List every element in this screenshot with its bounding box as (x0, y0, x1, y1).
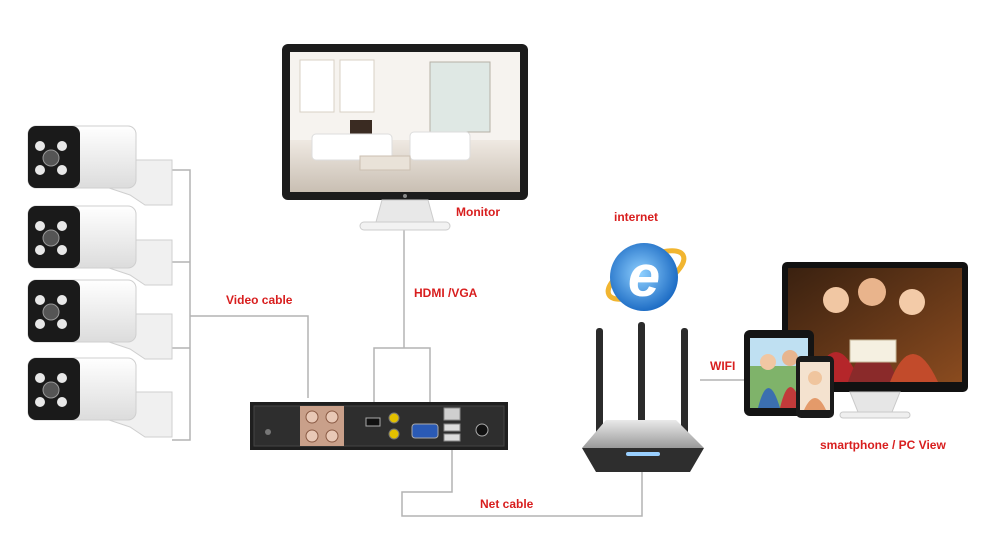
monitor (282, 44, 528, 231)
net-cable (401, 420, 643, 517)
wifi-label: WIFI (710, 359, 736, 373)
internet-label: internet (614, 210, 659, 224)
internet-explorer-icon: e (605, 243, 687, 311)
net-cable-label: Net cable (480, 497, 534, 511)
svg-text:e: e (628, 244, 660, 309)
hdmi-vga-label: HDMI /VGA (414, 286, 478, 300)
smartphone-device (796, 356, 834, 418)
camera-4 (27, 357, 173, 438)
video-cable-label: Video cable (226, 293, 293, 307)
hdmi-vga-cable (373, 230, 431, 408)
monitor-label: Monitor (456, 205, 500, 219)
dvr-recorder (250, 402, 508, 450)
video-cable-bracket (172, 169, 309, 441)
smartphone-pc-view-label: smartphone / PC View (820, 438, 946, 452)
camera-3 (27, 279, 173, 360)
camera-2 (27, 205, 173, 286)
camera-1 (27, 125, 173, 206)
pc-monitor (782, 262, 968, 419)
wifi-router (582, 322, 704, 472)
